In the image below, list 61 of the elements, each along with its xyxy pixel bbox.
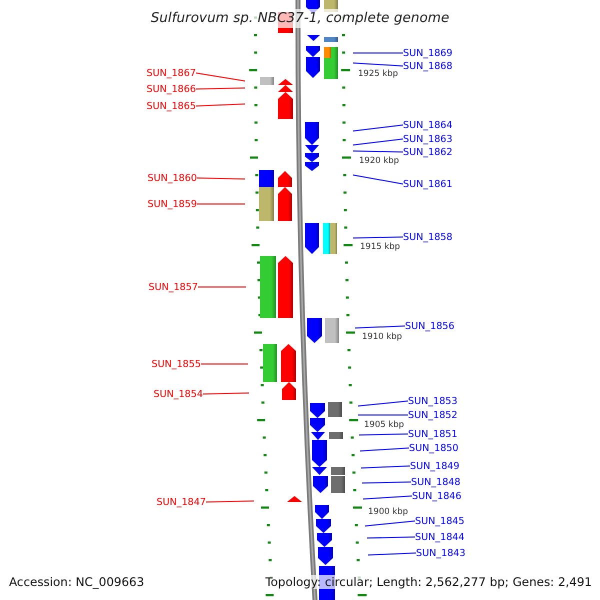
gene-label: SUN_1859 [147, 198, 197, 210]
gene-label: SUN_1844 [415, 532, 465, 542]
gene-label: SUN_1865 [146, 100, 196, 112]
leader-line [354, 326, 406, 328]
leader-line [352, 52, 404, 54]
gene-label: SUN_1849 [410, 460, 460, 472]
leader-line [358, 414, 408, 416]
leader-line [196, 88, 246, 90]
leader-line [360, 448, 410, 452]
scale-label: 1915 kbp [360, 242, 400, 252]
scale-label: 1910 kbp [362, 332, 402, 342]
leader-line [196, 104, 246, 106]
scale-label: 1900 kbp [368, 506, 408, 517]
gene-label: SUN_1848 [411, 476, 461, 488]
leader-line [360, 466, 410, 468]
scale-label: 1920 kbp [359, 156, 400, 166]
leader-line [196, 178, 246, 180]
leader-line [196, 72, 246, 82]
scale-label: 1905 kbp [364, 420, 404, 430]
leader-line [352, 138, 404, 146]
gene-label: SUN_1863 [403, 134, 453, 144]
accession-text: Accession: NC_009663 [9, 574, 144, 589]
leader-line [358, 434, 408, 436]
gene-label: SUN_1857 [148, 282, 198, 292]
leader-line [202, 392, 250, 394]
leader-line [362, 482, 412, 484]
gene-label: SUN_1856 [405, 320, 455, 332]
gene-label: SUN_1843 [416, 548, 466, 558]
gene-label: SUN_1861 [403, 178, 453, 190]
leader-line [352, 150, 404, 152]
gene-label: SUN_1845 [415, 516, 465, 526]
gene-label: SUN_1869 [403, 48, 453, 58]
gene-label: SUN_1850 [409, 442, 459, 454]
leader-line [206, 500, 254, 502]
gene-label: SUN_1854 [153, 388, 203, 400]
gene-label: SUN_1852 [408, 410, 458, 420]
gene-label: SUN_1862 [403, 146, 453, 158]
gene-label: SUN_1851 [408, 428, 458, 440]
gene-label: SUN_1853 [408, 396, 458, 406]
leader-line [198, 286, 246, 288]
leader-line [352, 124, 404, 132]
leader-line [358, 400, 408, 406]
diagram-title: Sulfurovum sp. NBC37-1, complete genome [150, 9, 450, 28]
gene-label: SUN_1846 [412, 490, 462, 502]
scale-label: 1925 kbp [358, 68, 398, 79]
genome-info-text: Topology: circular; Length: 2,562,277 bp; Genes: 2,491 [265, 574, 592, 589]
gene-label: SUN_1867 [146, 68, 196, 78]
leader-line [352, 174, 404, 184]
leader-line [366, 536, 416, 538]
gene-label: SUN_1847 [156, 496, 206, 508]
leader-line [362, 496, 412, 500]
gene-label: SUN_1855 [151, 358, 201, 370]
gene-label: SUN_1860 [147, 172, 197, 184]
leader-line [352, 236, 404, 238]
leader-line [368, 552, 416, 556]
leader-line [364, 520, 416, 526]
leader-line [352, 62, 404, 66]
gene-label: SUN_1858 [403, 232, 453, 242]
gene-label: SUN_1866 [146, 84, 196, 94]
gene-label: SUN_1864 [403, 120, 453, 130]
gene-label: SUN_1868 [403, 60, 453, 72]
